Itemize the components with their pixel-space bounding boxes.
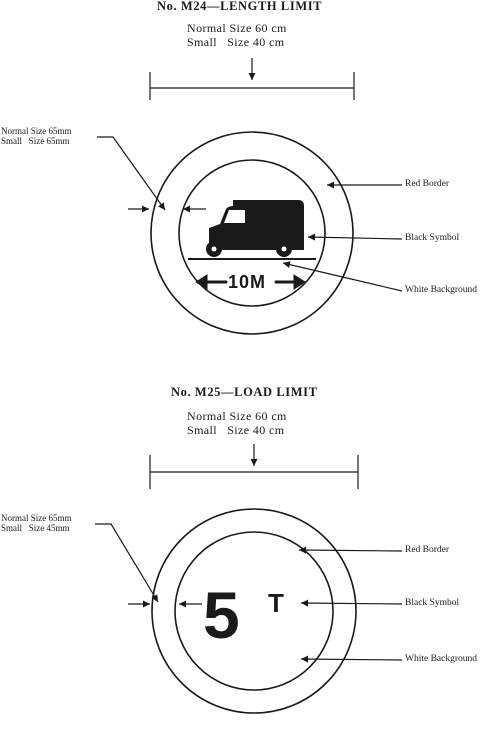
m24-title: No. M24—LENGTH LIMIT <box>157 0 323 13</box>
truck-icon <box>206 200 304 257</box>
m25-label-red-border: Red Border <box>405 545 450 555</box>
m25-title: No. M25—LOAD LIMIT <box>171 385 318 399</box>
length-arrows <box>195 274 306 290</box>
m25-label-black-symbol: Black Symbol <box>405 598 460 608</box>
m24-label-leaders <box>282 181 403 292</box>
m24-border-note-small: Small Size 65mm <box>1 136 70 146</box>
m25-border-note-small: Small Size 45mm <box>1 523 70 533</box>
m24-label-black-symbol: Black Symbol <box>405 233 460 243</box>
m25-label-white-background: White Background <box>405 654 478 664</box>
m24-dimension-line <box>149 58 355 100</box>
m24-border-width-leader <box>97 136 206 213</box>
m25-sign-disc <box>151 508 357 714</box>
m25-label-leaders <box>298 546 403 663</box>
m25-dimension-line <box>149 444 359 489</box>
m24-border-note-normal: Normal Size 65mm <box>1 126 72 136</box>
m24-sign-disc <box>150 131 354 335</box>
m24-label-white-background: White Background <box>405 285 478 295</box>
m24-size-normal: Normal Size 60 cm <box>187 21 287 35</box>
length-value: 10M <box>228 272 267 292</box>
m25-size-small: Small Size 40 cm <box>187 423 285 437</box>
m25-border-note-normal: Normal Size 65mm <box>1 513 72 523</box>
m25-border-width-leader <box>95 523 202 608</box>
m24-size-small: Small Size 40 cm <box>187 35 285 49</box>
m25-size-normal: Normal Size 60 cm <box>187 409 287 423</box>
load-unit: T <box>268 588 284 618</box>
load-value: 5 <box>203 578 240 652</box>
m24-label-red-border: Red Border <box>405 179 450 189</box>
